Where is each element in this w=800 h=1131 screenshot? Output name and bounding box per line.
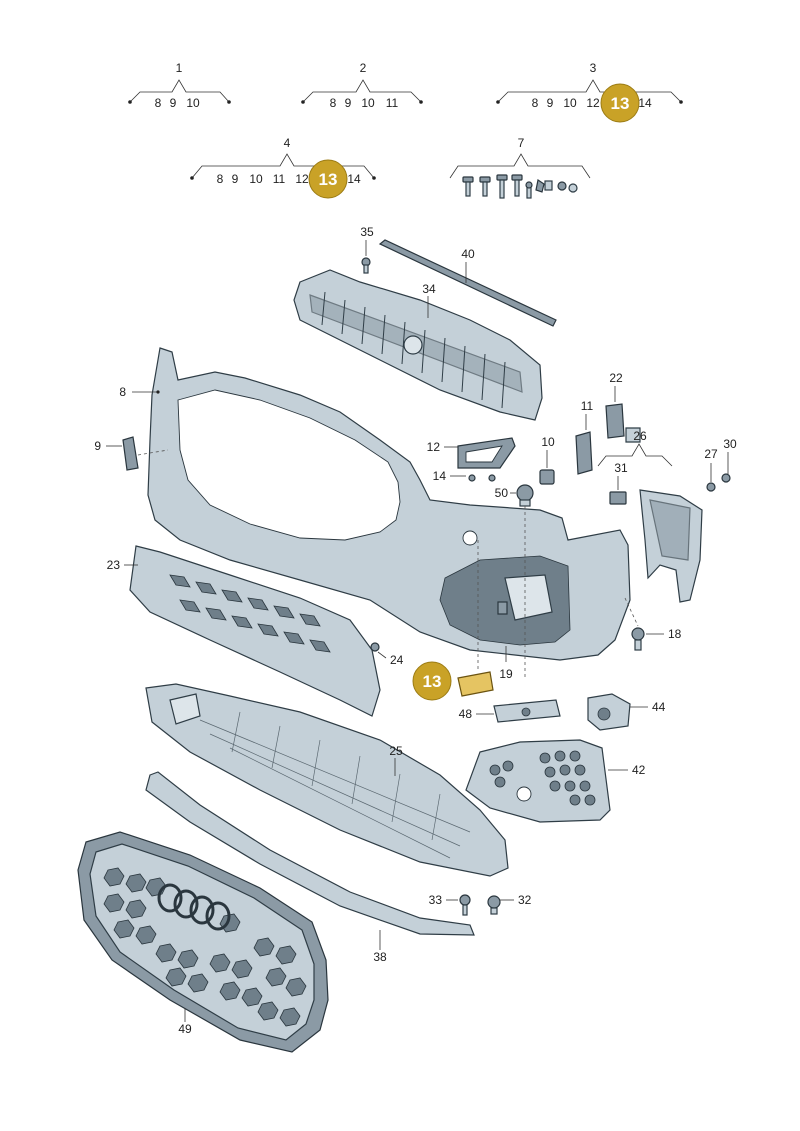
part-24-screw: 24 [370, 642, 404, 667]
highlight-badge-kit-3[interactable] [600, 83, 640, 123]
kit-3-bracket: 3 8 9 10 12 14 13 [496, 61, 683, 123]
part-10-label: 10 [541, 435, 555, 449]
part-32-label: 30 [723, 437, 737, 451]
highlight-badge-kit-4[interactable] [308, 159, 348, 199]
part-49-plug: 50 [495, 484, 534, 680]
kit-7-bracket: 7 [449, 136, 591, 199]
part-35-label: 35 [360, 225, 374, 239]
kit-2-sub-11: 11 [386, 96, 399, 110]
part-10-sensor: 10 [539, 435, 555, 485]
part-19-label: 19 [499, 667, 513, 681]
part-44-strip: 38 [145, 771, 475, 964]
kit-4-sub-11: 11 [273, 172, 286, 186]
kit-3-sub-8: 8 [532, 96, 539, 110]
part-11-label: 11 [581, 399, 594, 413]
part-30-side-bracket: 26 [597, 429, 703, 603]
part-38-strip: 40 [378, 239, 557, 327]
part-33-label: 31 [614, 461, 628, 475]
part-40-grille: 42 [465, 739, 646, 823]
kit-3-sub-9: 9 [547, 96, 554, 110]
part-23-lower-grille: 23 [107, 545, 381, 717]
part-13-highlighted[interactable]: 13 [412, 540, 494, 701]
part-25-label: 25 [389, 744, 403, 758]
highlight-badge-part-13[interactable] [412, 661, 452, 701]
kit-2-sub-9: 9 [345, 96, 352, 110]
part-50-main-grille: 49 [77, 831, 329, 1053]
part-35-screw: 35 [360, 225, 374, 274]
part-14-clips: 14 [433, 469, 496, 483]
kit-2-bracket: 2 8 9 10 11 [301, 61, 423, 110]
kit-7-label: 7 [518, 136, 525, 150]
kit-1-label: 1 [176, 61, 183, 75]
kit-3-sub-14: 14 [638, 96, 652, 110]
part-40-label: 42 [632, 763, 646, 777]
highlight-badge-part-13-label: 13 [423, 672, 442, 691]
part-25-undertray: 25 [145, 683, 509, 877]
part-50-label: 49 [178, 1022, 192, 1036]
kit-4-label: 4 [284, 136, 291, 150]
part-31-label: 27 [704, 447, 718, 461]
part-14-label: 14 [433, 469, 447, 483]
kit-2-label: 2 [360, 61, 367, 75]
kit-2-sub-10: 10 [361, 96, 375, 110]
part-22-label: 22 [609, 371, 623, 385]
highlight-badge-kit-4-label: 13 [319, 170, 338, 189]
part-32-screw: 30 [721, 437, 737, 483]
part-38-label: 40 [461, 247, 475, 261]
part-24-label: 24 [390, 653, 404, 667]
part-12-holder: 12 [427, 437, 516, 469]
kit-1-sub-10: 10 [186, 96, 200, 110]
part-34-label: 34 [422, 282, 436, 296]
part-27-label: 33 [429, 893, 443, 907]
part-23-label: 23 [107, 558, 121, 572]
kit-1-bracket: 1 8 9 10 [128, 61, 231, 110]
part-42-label: 44 [652, 700, 666, 714]
kit-4-sub-14: 14 [347, 172, 361, 186]
part-11-bracket: 11 [575, 399, 594, 475]
part-19-bracket: 19 [499, 646, 513, 681]
kit-4-sub-9: 9 [232, 172, 239, 186]
four-rings-logo [157, 883, 231, 931]
part-42-bracket: 44 [587, 693, 666, 731]
kit-1-sub-8: 8 [155, 96, 162, 110]
part-31-screw: 27 [704, 447, 718, 492]
part-48-label: 48 [459, 707, 473, 721]
part-9-label: 9 [94, 439, 101, 453]
part-48-trim: 48 [459, 699, 561, 723]
part-18-rivet: 18 [624, 597, 682, 651]
highlight-badge-kit-3-label: 13 [611, 94, 630, 113]
part-49-label: 50 [495, 486, 509, 500]
part-44-label: 38 [373, 950, 387, 964]
kit-4-sub-8: 8 [217, 172, 224, 186]
part-22-clip: 22 [605, 371, 641, 443]
part-8-bumper-cover: 8 [119, 347, 631, 661]
part-26-screw: 32 [487, 893, 532, 915]
kit-3-label: 3 [590, 61, 597, 75]
part-30-label: 26 [633, 429, 647, 443]
part-34-carrier: 34 [293, 269, 543, 421]
kit-3-sub-12: 12 [586, 96, 600, 110]
kit-3-sub-10: 10 [563, 96, 577, 110]
kit-2-sub-8: 8 [330, 96, 337, 110]
part-33-clip: 31 [609, 461, 628, 505]
part-18-label: 18 [668, 627, 682, 641]
part-27-screw: 33 [429, 893, 471, 916]
kit-4-bracket: 4 8 9 10 11 12 14 13 [190, 136, 376, 199]
fastener-set-icon [462, 174, 578, 199]
kit-1-sub-9: 9 [170, 96, 177, 110]
part-26-label: 32 [518, 893, 532, 907]
part-8-label: 8 [119, 385, 126, 399]
part-9-cap: 9 [94, 436, 169, 471]
part-12-label: 12 [427, 440, 441, 454]
kit-4-sub-10: 10 [249, 172, 263, 186]
kit-4-sub-12: 12 [295, 172, 309, 186]
